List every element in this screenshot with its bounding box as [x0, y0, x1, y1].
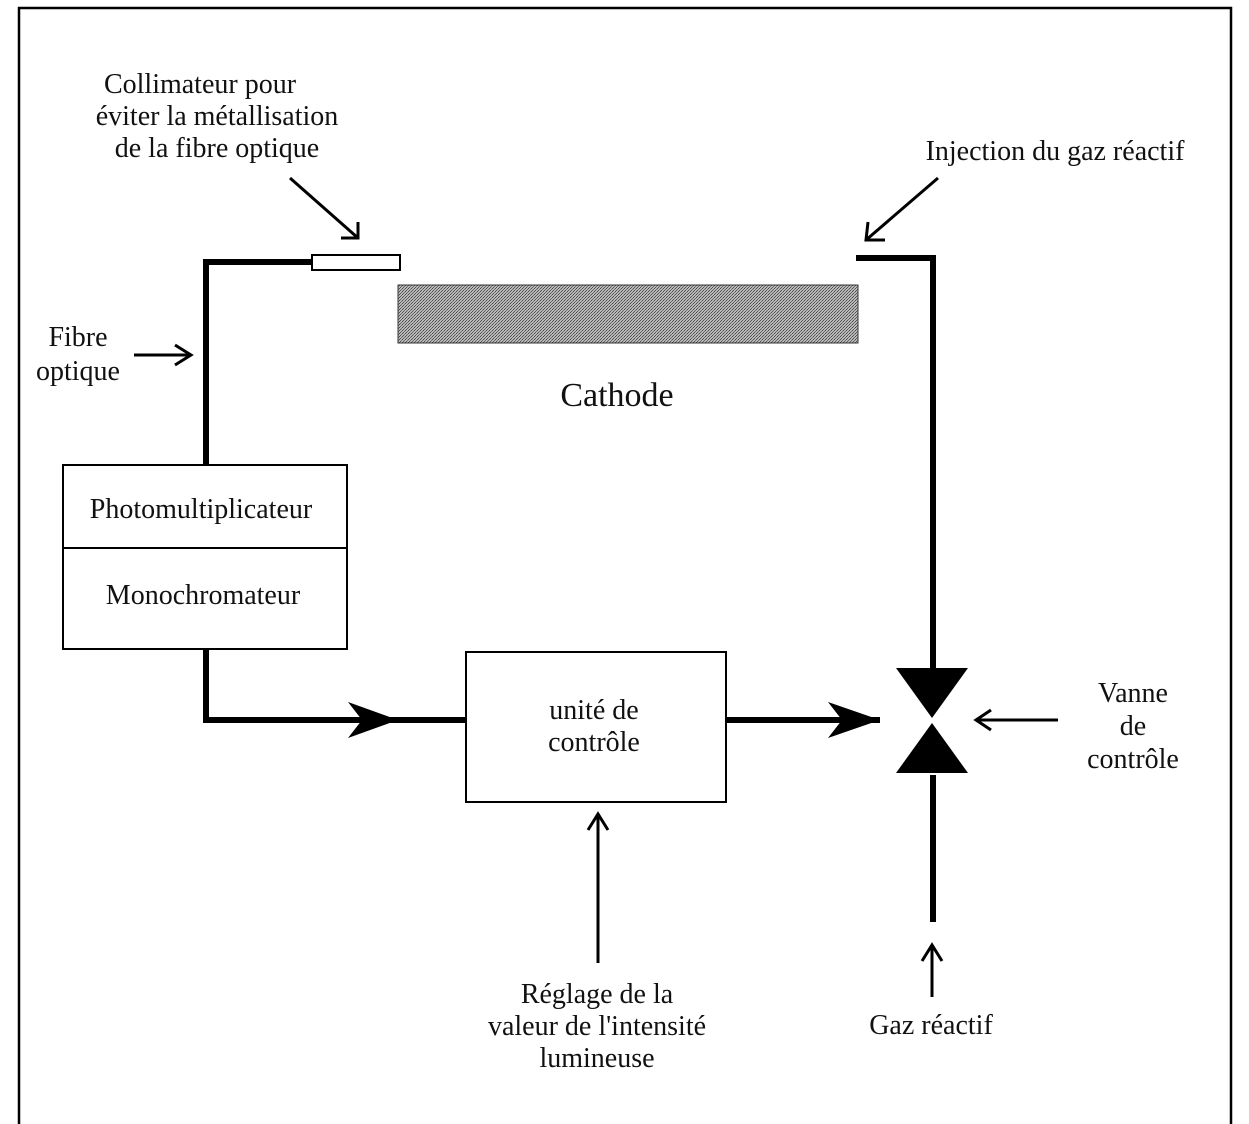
arrow-collimateur	[289, 176, 360, 240]
label-collimateur-line3: de la fibre optique	[115, 133, 319, 164]
label-gaz-reactif: Gaz réactif	[869, 1010, 993, 1041]
label-injection: Injection du gaz réactif	[926, 136, 1186, 167]
label-vanne-line3: contrôle	[1087, 744, 1179, 775]
signal-arrowhead-1	[348, 702, 398, 738]
arrow-gaz	[920, 942, 944, 997]
collimator	[311, 254, 401, 271]
label-collimateur-line1: Collimateur pour	[104, 69, 297, 100]
label-unite-line2: contrôle	[548, 727, 640, 758]
signal-line-monochromator	[203, 649, 466, 723]
cathode-plate	[397, 284, 859, 344]
label-reglage-line3: lumineuse	[539, 1043, 654, 1074]
arrow-vanne	[973, 708, 1058, 732]
control-valve	[896, 668, 968, 773]
label-unite-line1: unité de	[549, 695, 638, 726]
label-fibre-line1: Fibre	[48, 322, 107, 353]
detector-box	[62, 464, 348, 650]
label-reglage-line1: Réglage de la	[521, 979, 674, 1010]
label-fibre-line2: optique	[36, 356, 120, 387]
label-vanne-line2: de	[1120, 711, 1146, 742]
label-photomultiplicateur: Photomultiplicateur	[90, 494, 313, 525]
gas-injection-line	[856, 255, 936, 670]
label-reglage-line2: valeur de l'intensité	[488, 1011, 706, 1042]
label-collimateur-line2: éviter la métallisation	[96, 101, 339, 132]
arrow-fibre	[134, 343, 194, 367]
signal-arrowhead-2	[828, 702, 880, 738]
label-cathode: Cathode	[560, 377, 673, 414]
optical-fibre	[203, 259, 312, 465]
arrow-injection	[864, 176, 939, 242]
label-vanne-line1: Vanne	[1098, 678, 1168, 709]
outer-frame	[17, 6, 1233, 1124]
control-unit-box	[465, 651, 727, 803]
arrow-reglage	[586, 811, 610, 963]
label-monochromateur: Monochromateur	[106, 580, 301, 611]
